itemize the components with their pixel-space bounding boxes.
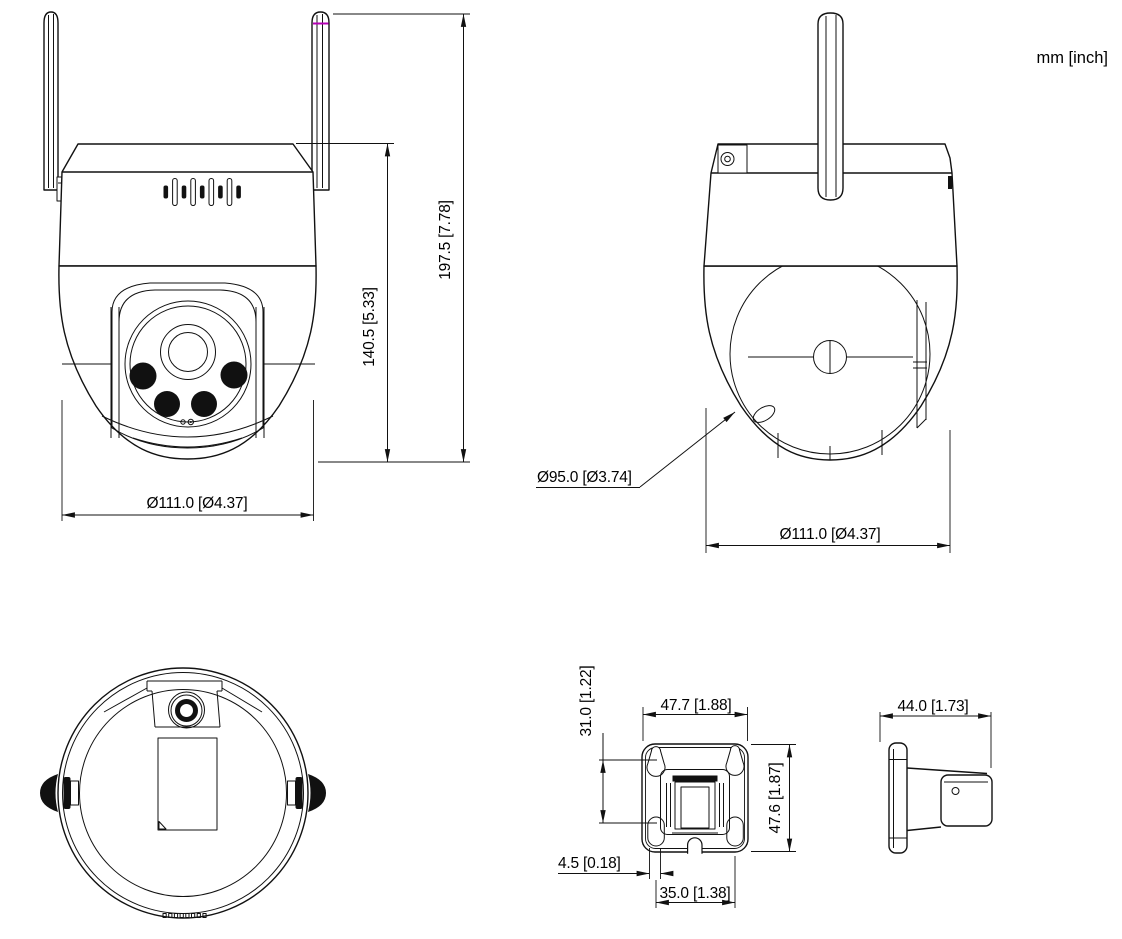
light-sensor-icon (180, 419, 186, 425)
dim-bracket-hole-spacing: 35.0 [1.38] (659, 885, 730, 902)
bracket-center-mount (660, 769, 730, 835)
antenna-hinge-left-icon (40, 774, 79, 812)
bracket-side-dimensions: 44.0 [1.73] (879, 698, 992, 768)
camera-ball-front (58, 265, 317, 460)
set-screw-hole-icon (951, 787, 960, 795)
bracket-front-view: 47.7 [1.88] 47.6 [1.87] 31.0 [1.22] 4.5 … (558, 665, 796, 908)
oval-slot-bottom-right (726, 816, 744, 847)
dim-body-height: 140.5 [5.33] (361, 287, 378, 366)
dim-side-base-diameter: Ø111.0 [Ø4.37] (780, 526, 881, 543)
keyhole-slot-top-left (646, 746, 666, 777)
side-view: Ø95.0 [Ø3.74] Ø111.0 [Ø4.37] (536, 12, 958, 553)
vent-ticks (162, 913, 207, 918)
antenna-side-icon (817, 12, 844, 201)
side-view-dimensions: Ø95.0 [Ø3.74] Ø111.0 [Ø4.37] (536, 408, 951, 553)
mic-slot-icon (752, 405, 776, 423)
lens-icon (160, 324, 216, 380)
dim-dome-diameter: Ø95.0 [Ø3.74] (537, 469, 632, 486)
dim-overall-height: 197.5 [7.78] (437, 200, 454, 279)
front-view: Ø111.0 [Ø4.37] 140.5 [5.33] 197.5 [7.78] (43, 11, 470, 521)
front-view-dimensions: Ø111.0 [Ø4.37] 140.5 [5.33] 197.5 [7.78] (61, 13, 470, 521)
speaker-grille-icon (163, 178, 241, 206)
corner-mark-icon (158, 821, 167, 830)
top-view (40, 667, 326, 919)
lens-top-icon (175, 699, 198, 722)
dim-bracket-hole-offset: 31.0 [1.22] (578, 665, 595, 736)
antenna-hinge-right-icon (287, 774, 326, 812)
cable-notch (687, 837, 703, 854)
dim-front-base-diameter: Ø111.0 [Ø4.37] (147, 495, 248, 512)
label-recess (157, 737, 218, 831)
bracket-side-view: 44.0 [1.73] (879, 698, 993, 854)
status-led-icon (187, 418, 195, 426)
units-label: mm [inch] (1036, 49, 1108, 67)
camera-ball-side (703, 253, 958, 461)
dim-bracket-slot-width: 4.5 [0.18] (558, 855, 621, 872)
camera-housing-front (58, 143, 317, 267)
keyhole-slot-top-right (725, 745, 745, 776)
ir-led-array (129, 361, 248, 417)
dim-bracket-width: 47.7 [1.88] (660, 697, 731, 714)
lens-module-top (103, 680, 263, 729)
dim-bracket-depth: 44.0 [1.73] (897, 698, 968, 715)
hinge-block-icon (717, 144, 748, 174)
dim-bracket-height: 47.6 [1.87] (767, 762, 784, 833)
bracket-side-geometry (888, 742, 993, 854)
bracket-front-dimensions: 47.7 [1.88] 47.6 [1.87] 31.0 [1.22] 4.5 … (558, 665, 796, 908)
